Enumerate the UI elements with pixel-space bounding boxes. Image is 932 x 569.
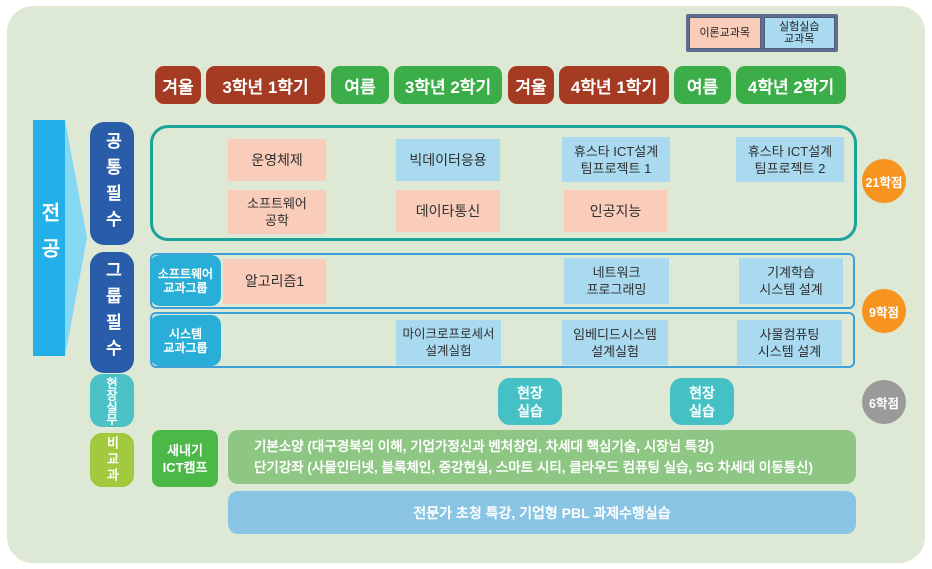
common-required-frame [150,125,857,241]
freshman-ict-camp: 새내기 ICT캠프 [152,430,218,487]
course-iot-computing-system-design: 사물컴퓨팅 시스템 설계 [737,320,842,365]
field-practice-summer: 현장 실습 [670,378,734,425]
header-winter-2: 겨울 [508,66,554,104]
software-group-label: 소프트웨어 교과그룹 [150,255,221,306]
legend-theory-course: 이론교과목 [689,17,761,49]
course-embedded-system-design-lab: 임베디드시스템 설계실험 [562,320,668,365]
expert-lecture-pbl: 전문가 초청 특강, 기업형 PBL 과제수행실습 [228,491,856,534]
major-arrow-point [65,120,87,356]
system-group-label: 시스템 교과그룹 [150,315,221,366]
extracurricular-programs: 기본소양 (대구경북의 이해, 기업가정신과 벤처창업, 차세대 핵심기술, 시… [228,430,856,484]
course-bigdata-applications: 빅데이터응용 [396,139,500,181]
row-label-common-required: 공통필수 [90,122,134,245]
course-operating-systems: 운영체제 [228,139,326,181]
programs-short-line: 단기강좌 (사물인터넷, 블록체인, 증강현실, 스마트 시티, 클라우드 컴퓨… [254,460,813,475]
credit-badge-6: 6학점 [862,380,906,424]
major-arrow-bar [33,120,65,356]
header-summer-2: 여름 [674,66,731,104]
legend: 이론교과목 실험실습 교과목 [686,14,838,52]
row-label-extracurricular: 비교과 [90,433,134,487]
credit-badge-9: 9학점 [862,289,906,333]
course-network-programming: 네트워크 프로그래밍 [564,258,669,304]
row-label-group-required: 그룹필수 [90,252,134,373]
header-4yr-2sem: 4학년 2학기 [736,66,846,104]
course-algorithms-1: 알고리즘1 [223,259,326,304]
header-3yr-1sem: 3학년 1학기 [206,66,325,104]
header-4yr-1sem: 4학년 1학기 [559,66,669,104]
header-winter-1: 겨울 [155,66,201,104]
credit-badge-21: 21학점 [862,159,906,203]
course-data-communications: 데이타통신 [396,190,500,232]
course-husta-ict-project-2: 휴스타 ICT설계 팀프로젝트 2 [736,137,844,182]
row-label-field-practice: 현장실무 [90,374,134,427]
course-software-engineering: 소프트웨어 공학 [228,190,326,234]
course-artificial-intelligence: 인공지능 [564,190,667,232]
major-label: 전공 [37,202,60,274]
header-3yr-2sem: 3학년 2학기 [394,66,502,104]
course-machine-learning-system-design: 기계학습 시스템 설계 [739,258,843,304]
programs-basic-line: 기본소양 (대구경북의 이해, 기업가정신과 벤처창업, 차세대 핵심기술, 시… [254,439,715,454]
field-practice-winter: 현장 실습 [498,378,562,425]
header-summer-1: 여름 [331,66,389,104]
course-microprocessor-design-lab: 마이크로프로세서 설계실험 [396,320,501,365]
course-husta-ict-project-1: 휴스타 ICT설계 팀프로젝트 1 [562,137,670,182]
legend-lab-course: 실험실습 교과목 [763,17,835,49]
